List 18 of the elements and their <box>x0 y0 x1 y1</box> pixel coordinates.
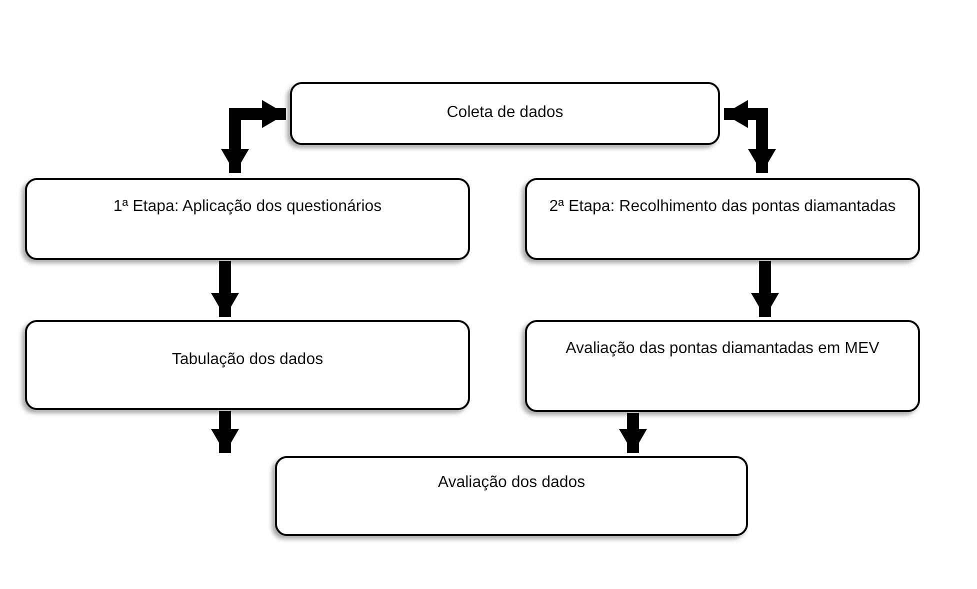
box-label: Tabulação dos dados <box>172 350 324 370</box>
block-arrow <box>211 411 239 453</box>
block-arrow <box>221 100 286 173</box>
block-arrow <box>751 261 779 317</box>
box-label: 2ª Etapa: Recolhimento das pontas diamantadas <box>549 197 896 217</box>
block-arrow <box>619 413 647 453</box>
process-box <box>25 320 470 410</box>
block-arrow <box>211 261 239 317</box>
process-box <box>275 456 748 536</box>
box-label: Avaliação das pontas diamantadas em MEV <box>566 339 880 359</box>
process-box <box>525 178 920 260</box>
process-box <box>290 82 720 145</box>
box-label: 1ª Etapa: Aplicação dos questionários <box>113 197 382 217</box>
process-box <box>25 178 470 260</box>
process-box <box>525 320 920 412</box>
box-label: Coleta de dados <box>446 103 564 123</box>
block-arrow <box>724 100 776 173</box>
box-label: Avaliação dos dados <box>438 473 586 493</box>
